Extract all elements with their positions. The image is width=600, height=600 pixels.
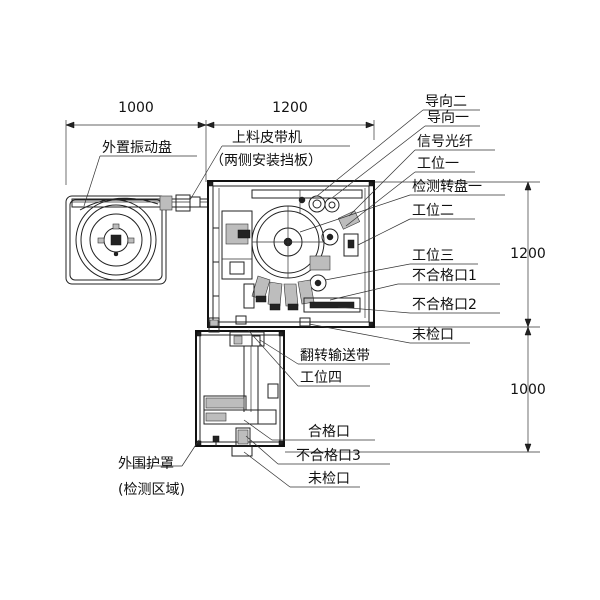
label-reject-port-2: 不合格口2 — [412, 297, 477, 313]
label-uninspected-port-right: 未检口 — [412, 327, 454, 343]
label-station-1: 工位一 — [417, 156, 459, 172]
label-feed-belt-line1: 上料皮带机 — [232, 130, 302, 146]
label-feed-belt-line2: （两侧安装挡板） — [210, 153, 322, 169]
dim-top-right: 1200 — [272, 100, 308, 116]
label-guide-1: 导向一 — [427, 110, 469, 126]
leader-lines — [83, 109, 505, 488]
label-signal-fiber: 信号光纤 — [417, 134, 473, 150]
label-reject-port-3: 不合格口3 — [296, 448, 361, 464]
label-flip-conveyor: 翻转输送带 — [300, 348, 370, 364]
dim-right-lower: 1000 — [510, 382, 546, 398]
lower-enclosure — [195, 317, 285, 457]
label-guide-2: 导向二 — [425, 94, 467, 110]
label-outer-cover-line2: (检测区域) — [118, 482, 185, 498]
label-station-4: 工位四 — [300, 370, 342, 386]
label-outer-cover-line1: 外围护罩 — [118, 456, 174, 472]
dimension-lines — [65, 120, 540, 453]
label-pass-port: 合格口 — [308, 424, 350, 440]
label-station-3: 工位三 — [412, 248, 454, 264]
labels: 导向二 导向一 信号光纤 工位一 检测转盘一 工位二 工位三 不合格口1 不合格… — [102, 94, 482, 498]
label-inspection-turntable-1: 检测转盘一 — [412, 178, 482, 195]
dim-top-left: 1000 — [118, 100, 154, 116]
upper-enclosure — [207, 180, 375, 328]
label-uninspected-port-bottom: 未检口 — [308, 471, 350, 487]
dim-right-upper: 1200 — [510, 246, 546, 262]
label-reject-port-1: 不合格口1 — [412, 268, 477, 284]
vibratory-bowl — [65, 195, 167, 285]
label-station-2: 工位二 — [412, 203, 454, 219]
label-external-vibratory-bowl: 外置振动盘 — [102, 139, 172, 156]
